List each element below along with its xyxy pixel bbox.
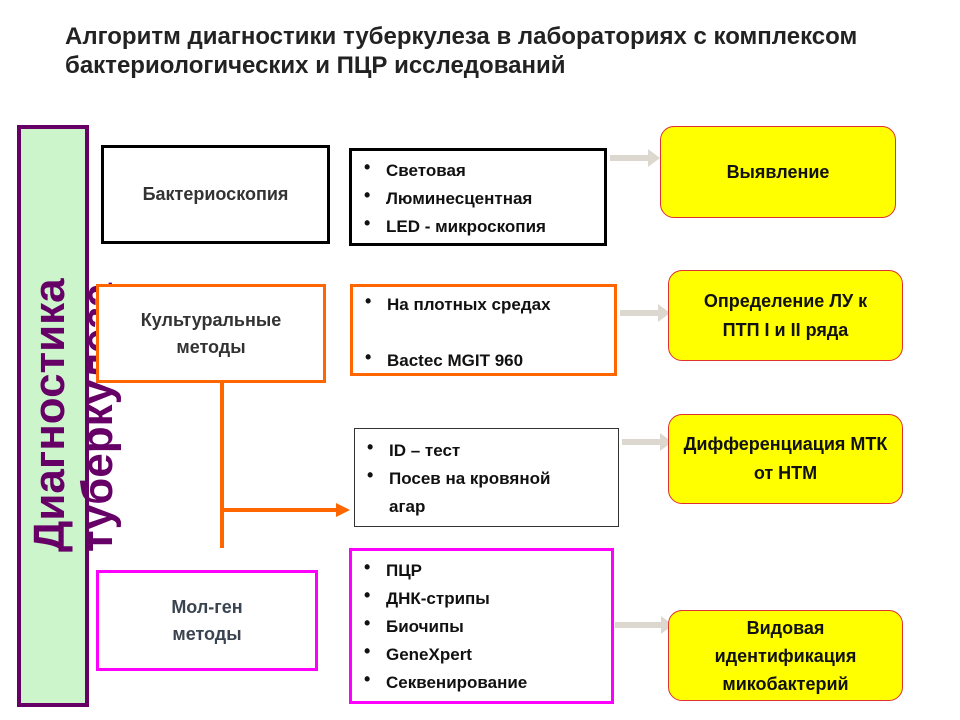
list-bacterioscopy: Световая Люминесцентная LED - микроскопи… [349,148,607,246]
arrowhead-icon [336,503,350,517]
result-dst: Определение ЛУ к ПТП I и II ряда [668,270,903,361]
list-item: Секвенирование [364,665,603,697]
diagnostics-sidebar [17,125,89,707]
list-item: Посев на кровяной агар [367,461,589,521]
result-differentiation: Дифференциация МТК от НТМ [668,414,903,504]
list-item: Биочипы [364,609,603,641]
list-molgen: ПЦР ДНК-стрипы Биочипы GeneXpert Секвени… [349,548,614,704]
method-culture: Культуральные методы [96,284,326,383]
list-identification: ID – тест Посев на кровяной агар [354,428,619,527]
result-detection: Выявление [660,126,896,218]
arrow-right-icon [610,149,660,167]
list-culture: На плотных средах Bactec MGIT 960 [350,284,617,376]
arrow-right-icon [615,616,673,634]
list-item: ПЦР [364,553,603,585]
list-item: На плотных средах [365,287,606,319]
list-item: GeneXpert [364,637,603,669]
list-item: Bactec MGIT 960 [365,343,606,375]
sidebar-line-1: Диагностика [25,278,74,552]
arrow-right-icon [622,433,672,451]
list-item: ID – тест [367,433,610,465]
arrow-right-icon [620,304,670,322]
list-item: Световая [364,153,596,185]
method-bacterioscopy: Бактериоскопия [101,145,330,244]
method-molgen: Мол-ген методы [96,570,318,671]
list-item: ДНК-стрипы [364,581,603,613]
result-species: Видовая идентификация микобактерий [668,610,903,701]
list-item: Люминесцентная [364,181,596,213]
list-item: LED - микроскопия [364,209,596,241]
connector-horizontal [222,508,340,512]
connector-vertical [220,382,224,548]
slide-title: Алгоритм диагностики туберкулеза в лабор… [65,23,858,79]
